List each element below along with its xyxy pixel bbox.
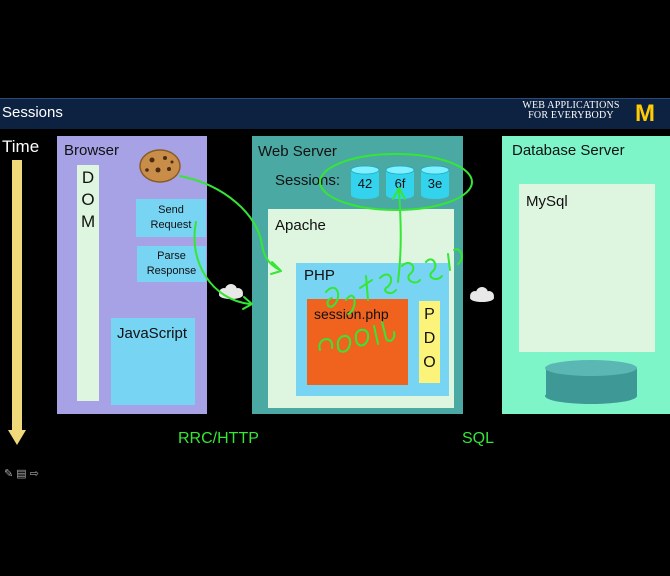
pdo-box [419,301,440,383]
sql-protocol-label: SQL [462,430,495,447]
parse-label-line-1: Parse [157,250,186,262]
annotation-tools[interactable]: ✎ ▤ ⇨ [4,467,39,480]
send-request-label: Send Request [136,203,206,233]
network-cloud-icon [219,284,243,299]
database-cylinder-icon [545,360,637,404]
brand-line-1: WEB APPLICATIONS [522,100,620,111]
session-php-label: session.php [314,306,389,322]
database-server-title: Database Server [512,142,625,159]
session-id-42: 42 [358,176,372,191]
dom-box [77,165,99,401]
sessions-label: Sessions: [275,172,341,189]
parse-label-line-2: Response [146,265,197,277]
notes-icon[interactable]: ▤ [16,468,27,480]
mysql-box [519,184,655,352]
slide-title: Sessions [2,104,63,121]
session-id-3e: 3e [428,176,442,191]
http-protocol-label: RRC/HTTP [178,430,259,447]
mysql-label: MySql [526,193,568,210]
university-logo-icon: M [635,100,655,124]
cookie-icon [139,149,181,183]
apache-label: Apache [275,217,326,234]
session-id-6f: 6f [395,176,406,191]
pdo-letter-o: O [423,354,436,371]
parse-response-label: Parse Response [137,249,206,279]
network-cloud-icon-2 [470,287,494,302]
header-bar [0,98,670,129]
session-cylinder-3e: 3e [420,165,450,199]
session-cylinder-42: 42 [350,165,380,199]
brand-line-2: FOR EVERYBODY [528,110,614,121]
browser-title: Browser [64,142,120,159]
pencil-icon[interactable]: ✎ [4,468,14,480]
dom-letter-d: D [81,168,95,187]
brand-text: WEB APPLICATIONS FOR EVERYBODY [520,101,622,121]
pdo-letter-p: P [424,306,435,323]
web-server-title: Web Server [258,143,337,160]
dom-letter-o: O [81,190,95,209]
php-label: PHP [304,267,335,284]
handwritten-annotation [179,153,473,353]
time-arrow-icon [8,160,26,445]
javascript-label: JavaScript [117,325,188,342]
send-label-line-2: Request [150,219,192,231]
send-label-line-1: Send [158,204,184,216]
arrow-right-icon[interactable]: ⇨ [29,468,39,480]
pdo-letter-d: D [423,330,436,347]
parse-response-box [137,246,206,282]
logo-letter: M [635,100,655,124]
javascript-box [111,318,195,405]
dom-letter-m: M [81,212,96,231]
time-label: Time [2,137,40,156]
